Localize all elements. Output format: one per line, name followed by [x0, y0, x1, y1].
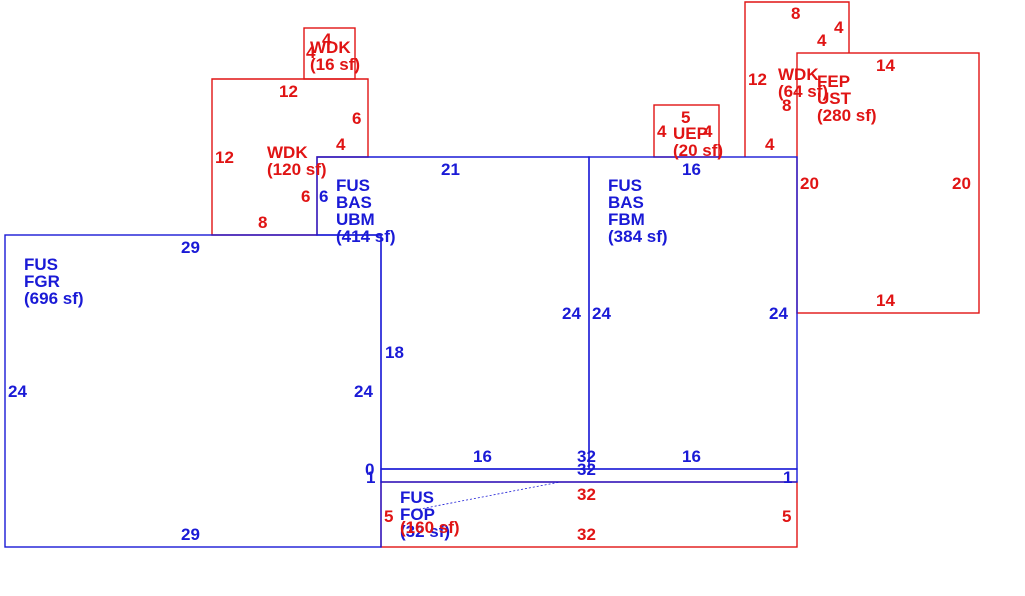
dim-fgr-bottom: 29: [181, 525, 200, 544]
dim-wdkm-notch-v: 6: [301, 187, 310, 206]
dim-fbm-bottom: 16: [682, 447, 701, 466]
dim-wdkm-bottom: 8: [258, 213, 267, 232]
dim-strip-zero: 0: [365, 460, 374, 479]
dim-uep-right: 4: [703, 122, 713, 141]
area-label-wdk-large: WDK (64 sf): [778, 65, 828, 101]
dim-ubm-stub: 6: [319, 187, 328, 206]
dim-strip-right: 1: [783, 468, 792, 487]
area-label-uep: UEP (20 sf): [673, 124, 723, 160]
dim-uep-top: 5: [681, 108, 690, 127]
dim-ubm-left: 18: [385, 343, 404, 362]
dim-fep-top: 14: [876, 56, 895, 75]
area-label-fbm: FUS BAS FBM (384 sf): [608, 176, 668, 246]
dim-strip-top-b: 32: [577, 460, 596, 479]
area-label-ubm: FUS BAS UBM (414 sf): [336, 176, 396, 246]
dim-ubm-bottom: 16: [473, 447, 492, 466]
dim-wdks-top: 4: [322, 30, 332, 49]
dim-fep-left: 20: [800, 174, 819, 193]
dim-fgr-top: 29: [181, 238, 200, 257]
dim-wdkl-r2: 4: [817, 31, 827, 50]
area-label-wdk-small: WDK (16 sf): [310, 38, 360, 74]
dim-strip-top-a: 32: [577, 447, 596, 466]
dim-wdkm-notch: 4: [336, 135, 346, 154]
connector-strip-outline: [380, 468, 798, 483]
dim-wdkl-inner: 8: [782, 96, 791, 115]
wdk-large-outline: [744, 1, 850, 157]
area-label-front-porch-red: (160 sf): [400, 518, 460, 537]
dim-wdkl-left: 12: [748, 70, 767, 89]
dim-fbm-right: 24: [769, 304, 788, 323]
dim-porch-top: 32: [577, 485, 596, 504]
dim-wdkl-r1: 4: [834, 18, 844, 37]
dim-wdkl-bottom: 4: [765, 135, 775, 154]
dim-porch-left: 5: [384, 507, 393, 526]
area-label-fep: FEP UST (280 sf): [817, 72, 877, 125]
area-label-wdk-mid: WDK (120 sf): [267, 143, 327, 179]
dim-fep-bottom: 14: [876, 291, 895, 310]
dim-wdkl-top: 8: [791, 4, 800, 23]
dim-fgr-left: 24: [8, 382, 27, 401]
dim-fbm-top: 16: [682, 160, 701, 179]
dim-ubm-right: 24: [562, 304, 581, 323]
dim-fbm-left: 24: [592, 304, 611, 323]
area-label-fop: FUS FOP (32 sf): [400, 488, 450, 541]
dim-strip-left: 1: [366, 468, 375, 487]
area-label-fgr: FUS FGR (696 sf): [24, 255, 84, 308]
dim-fep-right: 20: [952, 174, 971, 193]
dim-porch-bottom: 32: [577, 525, 596, 544]
dim-wdks-left: 4: [306, 43, 316, 62]
dim-uep-left: 4: [657, 122, 667, 141]
dim-wdkm-right: 6: [352, 109, 361, 128]
fop-leader-line: [414, 481, 561, 511]
dim-ubm-top: 21: [441, 160, 460, 179]
dim-porch-right: 5: [782, 507, 791, 526]
dim-wdkm-top: 12: [279, 82, 298, 101]
dim-fgr-right: 24: [354, 382, 373, 401]
dim-wdkm-left: 12: [215, 148, 234, 167]
